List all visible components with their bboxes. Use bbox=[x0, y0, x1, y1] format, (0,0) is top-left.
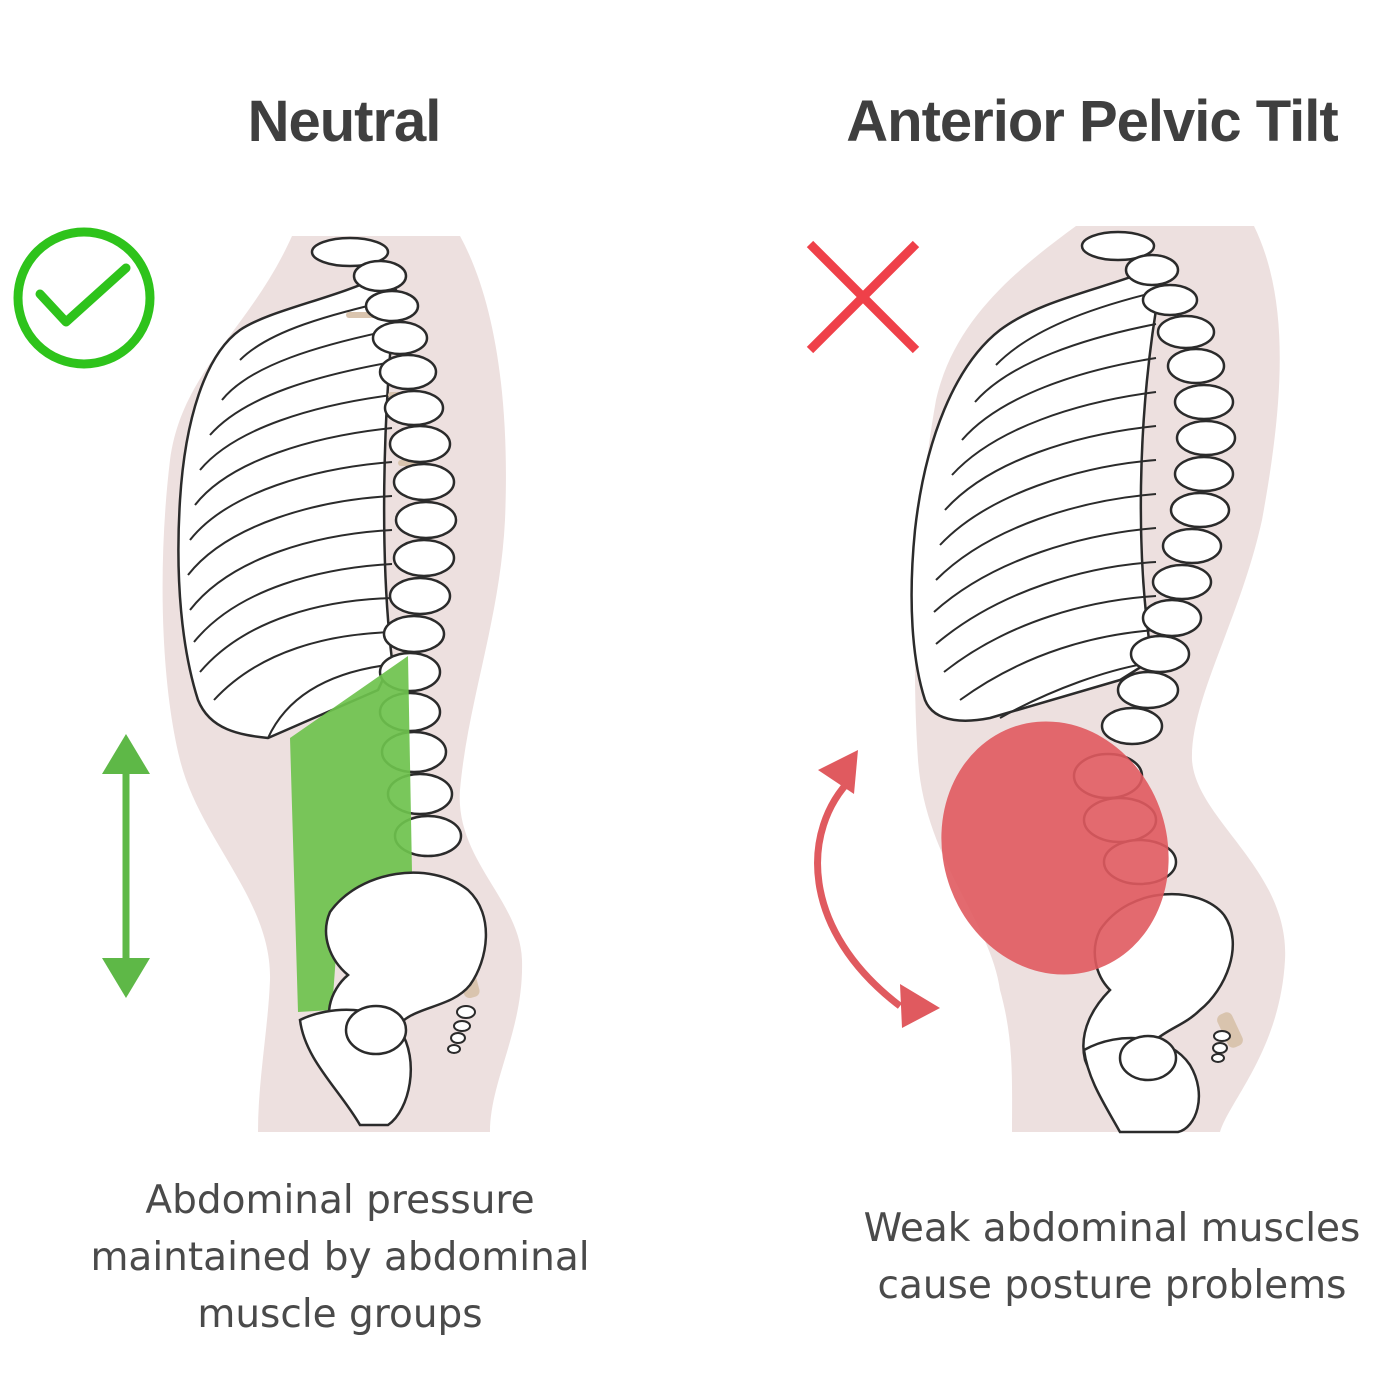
anterior-pelvic-tilt-panel: Anterior Pelvic Tilt bbox=[700, 0, 1400, 1400]
caption-line: muscle groups bbox=[197, 1292, 483, 1337]
abdominal-muscle-region bbox=[290, 656, 412, 1012]
neutral-panel: Neutral bbox=[0, 89, 690, 1343]
spine-cartilage bbox=[1217, 1012, 1243, 1048]
abdominal-bulge-region bbox=[941, 721, 1169, 975]
cross-icon bbox=[806, 240, 920, 354]
pelvis bbox=[298, 871, 488, 1127]
caption-line: maintained by abdominal bbox=[90, 1235, 590, 1280]
coccyx bbox=[1211, 1030, 1231, 1063]
ribcage bbox=[177, 273, 398, 740]
neutral-title: Neutral bbox=[247, 89, 442, 154]
anterior-pelvic-tilt-caption: Weak abdominal muscles cause posture pro… bbox=[762, 1200, 1400, 1314]
caption-line: cause posture problems bbox=[877, 1263, 1347, 1308]
ribs bbox=[187, 299, 396, 739]
anterior-pelvic-tilt-title: Anterior Pelvic Tilt bbox=[846, 89, 1338, 154]
check-circle-icon bbox=[13, 227, 155, 369]
anterior-pelvic-tilt-illustration bbox=[806, 226, 1286, 1134]
spine bbox=[310, 236, 463, 858]
curved-double-arrow-icon bbox=[814, 750, 940, 1028]
ribs bbox=[933, 291, 1157, 719]
caption-line: Weak abdominal muscles bbox=[863, 1206, 1361, 1251]
coccyx bbox=[447, 1005, 476, 1054]
spine bbox=[1080, 230, 1237, 746]
caption-line: Abdominal pressure bbox=[145, 1178, 535, 1223]
neutral-caption: Abdominal pressure maintained by abdomin… bbox=[0, 1172, 690, 1343]
neutral-illustration bbox=[13, 227, 523, 1132]
double-vertical-arrow-icon bbox=[102, 734, 150, 998]
ribcage bbox=[910, 266, 1162, 722]
